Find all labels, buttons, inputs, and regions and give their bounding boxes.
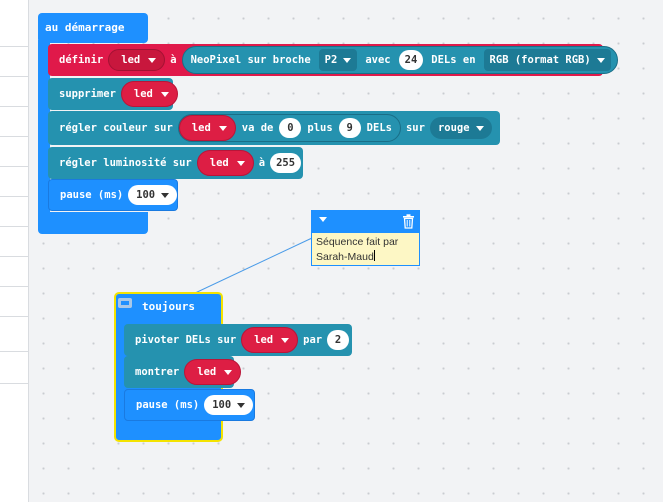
pause-duration-dropdown[interactable]: 100 xyxy=(204,395,254,415)
color-dropdown[interactable]: rouge xyxy=(429,117,492,139)
variable-name: led xyxy=(121,54,141,66)
variable-name: led xyxy=(133,88,153,100)
variable-name: led xyxy=(254,334,274,346)
color-value: rouge xyxy=(437,122,470,134)
flyout-separator xyxy=(0,196,28,197)
collapse-chevron-icon[interactable] xyxy=(319,217,327,222)
clear-label: supprimer xyxy=(59,88,116,100)
flyout-separator xyxy=(0,256,28,257)
range-block[interactable]: led va de 0 plus 9 DELs xyxy=(177,114,401,142)
show-label: montrer xyxy=(135,366,180,378)
pin-value: P2 xyxy=(324,54,338,66)
flyout-separator xyxy=(0,166,28,167)
comment-header xyxy=(312,211,419,233)
pause-label: pause (ms) xyxy=(136,399,200,411)
flyout-separator xyxy=(0,136,28,137)
neopixel-label: NeoPixel sur broche xyxy=(190,54,311,66)
chevron-down-icon xyxy=(218,125,227,131)
flyout-separator xyxy=(0,286,28,287)
pause-value: 100 xyxy=(136,189,156,201)
pause-label: pause (ms) xyxy=(60,189,124,201)
leds-label: DELs xyxy=(366,122,392,134)
flyout-separator xyxy=(0,46,28,47)
chevron-down-icon xyxy=(596,57,605,63)
forever-label: toujours xyxy=(142,300,195,313)
rotate-block[interactable]: pivoter DELs sur led par 2 xyxy=(124,324,352,356)
variable-name: led xyxy=(197,366,217,378)
chevron-down-icon xyxy=(475,125,484,131)
on-label: sur xyxy=(405,122,425,134)
flyout-separator xyxy=(0,106,28,107)
on-start-footer xyxy=(38,212,148,234)
comment-textarea[interactable]: Séquence fait par Sarah-Maud xyxy=(316,235,416,265)
brightness-label: régler luminosité sur xyxy=(59,157,192,169)
range-start-input[interactable]: 0 xyxy=(279,118,302,138)
with-label: avec xyxy=(365,54,391,66)
brightness-input[interactable]: 255 xyxy=(270,153,302,173)
comment-line-1: Séquence fait par xyxy=(316,236,399,248)
variable-name: led xyxy=(191,122,211,134)
chevron-down-icon xyxy=(236,160,245,166)
pause-duration-dropdown[interactable]: 100 xyxy=(128,185,177,205)
by-label: par xyxy=(303,334,323,346)
neopixel-create-block[interactable]: NeoPixel sur broche P2 avec 24 DELs en R… xyxy=(181,46,618,74)
variable-name: led xyxy=(209,157,229,169)
chevron-down-icon xyxy=(281,337,290,343)
variable-dropdown-led[interactable]: led xyxy=(178,115,236,141)
pause-block[interactable]: pause (ms) 100 xyxy=(48,179,178,211)
to-label: à xyxy=(258,157,266,169)
clear-block[interactable]: supprimer led xyxy=(48,78,178,110)
variable-dropdown-led[interactable]: led xyxy=(108,49,166,71)
comment-line-2: Sarah-Maud xyxy=(316,251,374,263)
flyout-separator xyxy=(0,351,28,352)
show-block[interactable]: montrer led xyxy=(124,356,242,388)
chevron-down-icon xyxy=(148,57,157,63)
mode-dropdown[interactable]: RGB (format RGB) xyxy=(483,49,611,71)
chevron-down-icon xyxy=(343,57,352,63)
rotate-offset-input[interactable]: 2 xyxy=(327,330,350,350)
from-label: va de xyxy=(241,122,274,134)
flyout-separator xyxy=(0,226,28,227)
rotate-label: pivoter DELs sur xyxy=(135,334,237,346)
variable-dropdown-led[interactable]: led xyxy=(241,327,299,353)
on-start-body xyxy=(38,40,50,218)
range-color-block[interactable]: régler couleur sur led va de 0 plus 9 DE… xyxy=(48,111,500,145)
flyout-separator xyxy=(0,383,28,384)
flyout-separator xyxy=(0,76,28,77)
chevron-down-icon xyxy=(161,192,170,198)
leds-in-label: DELs en xyxy=(431,54,476,66)
led-count-input[interactable]: 24 xyxy=(398,50,424,70)
brightness-block[interactable]: régler luminosité sur led à 255 xyxy=(48,147,303,179)
plus-label: plus xyxy=(307,122,333,134)
variable-dropdown-led[interactable]: led xyxy=(184,359,242,385)
chevron-down-icon xyxy=(160,91,169,97)
block-comment[interactable]: Séquence fait par Sarah-Maud xyxy=(311,210,420,266)
text-cursor xyxy=(373,250,375,261)
mode-value: RGB (format RGB) xyxy=(489,54,591,66)
trash-icon[interactable] xyxy=(402,214,415,229)
on-start-label: au démarrage xyxy=(45,21,125,34)
pause-value: 100 xyxy=(212,399,232,411)
set-label: définir xyxy=(59,54,104,66)
variable-dropdown-led[interactable]: led xyxy=(196,150,254,176)
flyout-separator xyxy=(0,316,28,317)
variable-dropdown-led[interactable]: led xyxy=(120,81,178,107)
set-neopixel-block[interactable]: définir led à NeoPixel sur broche P2 ave… xyxy=(48,44,618,76)
toolbox-flyout-edge xyxy=(0,0,29,502)
chevron-down-icon xyxy=(237,402,246,408)
comment-icon[interactable] xyxy=(118,298,132,308)
chevron-down-icon xyxy=(224,369,233,375)
set-color-label: régler couleur sur xyxy=(59,122,173,134)
pin-dropdown[interactable]: P2 xyxy=(318,49,358,71)
on-start-block[interactable]: au démarrage xyxy=(38,13,148,43)
pause-block[interactable]: pause (ms) 100 xyxy=(124,389,255,421)
range-length-input[interactable]: 9 xyxy=(338,118,361,138)
to-label: à xyxy=(170,54,177,66)
